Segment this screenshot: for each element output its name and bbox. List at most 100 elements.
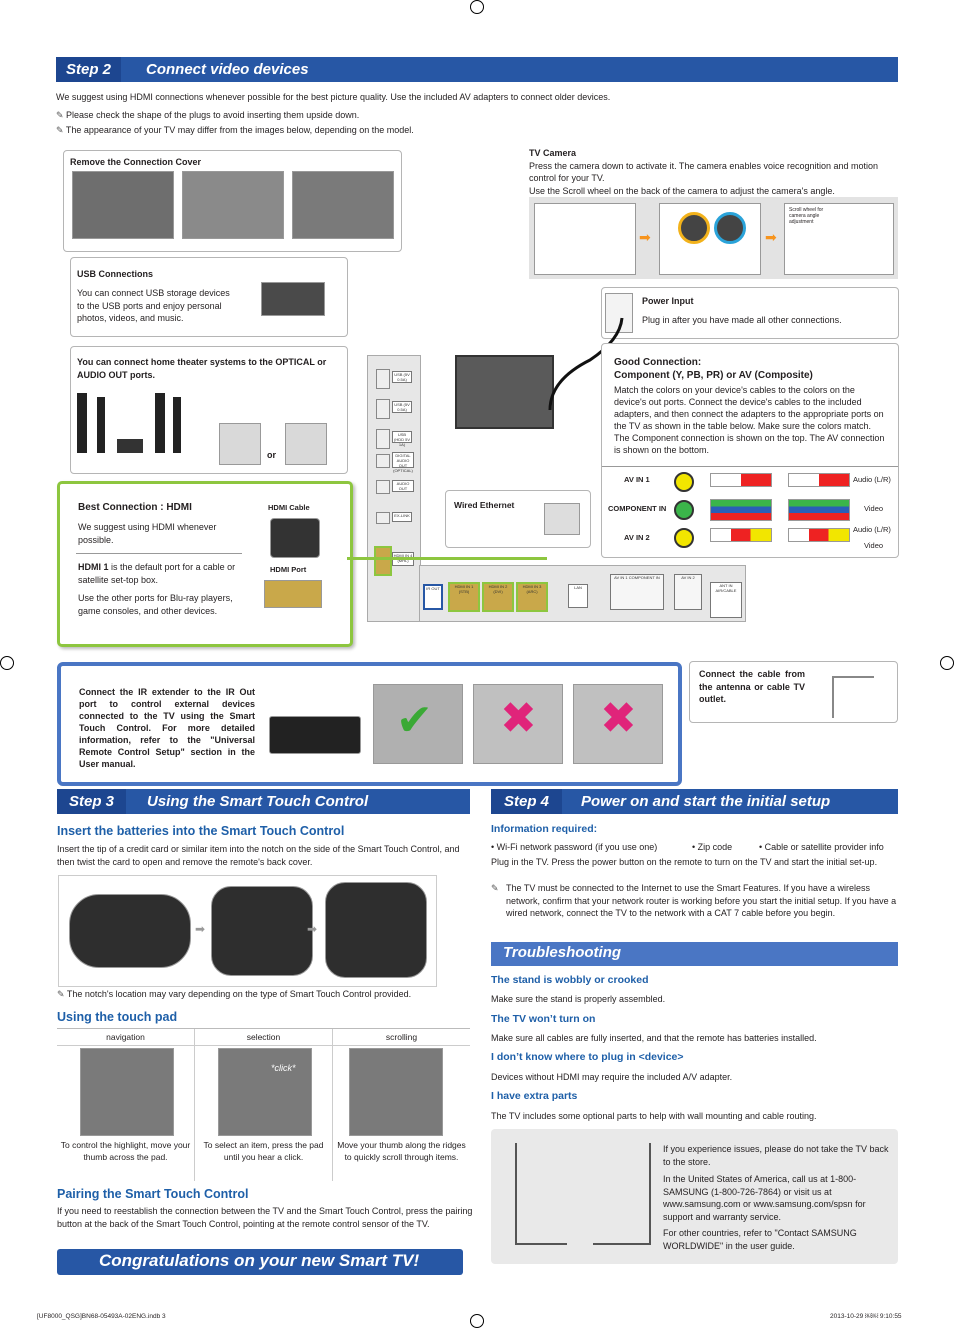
good-row-component: COMPONENT IN (608, 504, 667, 513)
usb-body: You can connect USB storage devices to t… (77, 288, 230, 323)
ir-wrong-image-2: ✖ (573, 684, 663, 764)
cover-image-2 (182, 171, 284, 239)
touchpad-navigation-image (80, 1048, 174, 1136)
step2-header: Step 2 Connect video devices (56, 57, 898, 82)
trouble-a2: Make sure all cables are fully inserted,… (491, 1033, 817, 1043)
trouble-q3: I don’t know where to plug in <device> (491, 1051, 684, 1063)
step2-note1: ✎ Please check the shape of the plugs to… (56, 110, 360, 120)
camera-title: TV Camera (529, 148, 577, 158)
remote-battery-image (211, 886, 313, 976)
congrats-banner: Congratulations on your new Smart TV! (57, 1249, 463, 1275)
optical-title: You can connect home theater systems to … (77, 357, 327, 380)
notch-note: ✎ The notch's location may vary dependin… (57, 989, 412, 999)
trouble-q4: I have extra parts (491, 1090, 578, 1102)
touchpad-selection-image: *click* (218, 1048, 312, 1136)
av-cable-2 (710, 528, 772, 542)
antenna-icon (832, 676, 874, 718)
hdmi-port-label: HDMI Port (270, 565, 307, 574)
step3-header: Step 3 Using the Smart Touch Control (57, 789, 470, 814)
port-lan: LAN (568, 584, 588, 608)
hdmi-divider (76, 553, 242, 554)
col-scrolling: scrolling (385, 1032, 418, 1042)
step4-note: ✎The TV must be connected to the Interne… (491, 883, 897, 918)
trouble-q2: The TV won’t turn on (491, 1013, 596, 1025)
crop-mark-bottom (470, 1314, 484, 1328)
footer-right: 2013-10-29 ￼￼ 9:10:55 (830, 1313, 902, 1320)
desc-navigation: To control the highlight, move your thum… (60, 1140, 191, 1162)
info-bullet-3: • Cable or satellite provider info (759, 842, 884, 852)
step2-intro: We suggest using HDMI connections whenev… (56, 92, 611, 102)
arrow-right-icon: ➡ (195, 922, 206, 936)
hdmi-port-image (264, 580, 322, 608)
camera-scroll-image: Scroll wheel for camera angle adjustment (784, 203, 894, 275)
help-text-1: If you experience issues, please do not … (663, 1144, 889, 1167)
battery-images: ➡ ➡ (58, 875, 437, 987)
step3-tag: Step 3 (57, 789, 127, 814)
cover-title: Remove the Connection Cover (70, 157, 202, 167)
good-title2: Component (Y, PB, PR) or AV (Composite) (614, 370, 813, 381)
port-antenna: ANT IN AIR/CABLE (710, 582, 742, 618)
crop-mark-top (470, 0, 484, 14)
camera-text: TV Camera Press the camera down to activ… (529, 147, 899, 197)
port-usb1: USB (5V 0.5A) (392, 371, 412, 383)
port-hdmi1: HDMI IN 1 (STB) (448, 582, 480, 612)
port-hdmi2: HDMI IN 2 (DVI) (482, 582, 514, 612)
good-row-av2: AV IN 2 (624, 533, 650, 542)
info-heading: Information required: (491, 823, 598, 835)
camera-press-image (534, 203, 636, 275)
battery-heading: Insert the batteries into the Smart Touc… (57, 824, 345, 838)
ethernet-box: Wired Ethernet (445, 490, 591, 548)
component-jack-yellow (674, 472, 694, 492)
cover-image-3 (292, 171, 394, 239)
hdmi-cable-label: HDMI Cable (268, 503, 310, 512)
step2-note2: ✎ The appearance of your TV may differ f… (56, 125, 414, 135)
hdmi-title: Best Connection : HDMI (78, 502, 192, 513)
usb-stick-image (261, 282, 325, 316)
antenna-box: Connect the cable from the antenna or ca… (689, 661, 898, 723)
ir-wrong-image-1: ✖ (473, 684, 563, 764)
ir-correct-image: ✔ (373, 684, 463, 764)
troubleshooting-header: Troubleshooting (491, 942, 898, 966)
click-label: *click* (271, 1063, 296, 1073)
port-panel-bottom: IR OUT HDMI IN 1 (STB) HDMI IN 2 (DVI) H… (419, 565, 746, 622)
port-audio-out: AUDIO OUT (392, 480, 414, 492)
hdmi-box: Best Connection : HDMI We suggest using … (57, 481, 353, 647)
ir-body: Connect the IR extender to the IR Out po… (79, 687, 255, 769)
audio-out-port-image (285, 423, 327, 465)
port-hdmi3: HDMI IN 3 (ARC) (516, 582, 548, 612)
camera-body2: Use the Scroll wheel on the back of the … (529, 185, 835, 196)
step2-title: Connect video devices (146, 61, 309, 78)
good-audio2: Audio (L/R) (853, 525, 891, 534)
trouble-a1: Make sure the stand is properly assemble… (491, 994, 666, 1004)
remote-open-image (69, 894, 191, 968)
congrats-text: Congratulations on your new Smart TV! (99, 1251, 420, 1270)
hdmi-link-line (347, 557, 547, 560)
good-table-line (602, 466, 898, 467)
good-video1: Video (864, 504, 884, 513)
info-bullet-1: • Wi-Fi network password (if you use one… (491, 842, 658, 852)
hdmi-body2: HDMI 1 is the default port for a cable o… (78, 562, 236, 585)
ethernet-port-image (544, 503, 580, 535)
help-text-2: In the United States of America, call us… (663, 1174, 866, 1222)
cross-icon: ✖ (500, 694, 537, 743)
touchpad-scrolling-image (349, 1048, 443, 1136)
av-cable-1 (710, 473, 772, 487)
component-jack-yellow-2 (674, 528, 694, 548)
touchpad-heading: Using the touch pad (57, 1010, 178, 1024)
good-audio1: Audio (L/R) (853, 475, 891, 484)
arrow-right-icon: ➡ (307, 922, 318, 936)
cover-image-1 (72, 171, 174, 239)
usb-title: USB Connections (77, 269, 154, 279)
component-cable-2 (788, 499, 850, 521)
plug-text: Plug in the TV. Press the power button o… (491, 857, 878, 867)
help-text-3: For other countries, refer to "Contact S… (663, 1228, 857, 1251)
step4-tag: Step 4 (491, 789, 563, 814)
optical-box: You can connect home theater systems to … (70, 346, 348, 474)
step2-tag: Step 2 (56, 57, 122, 82)
antenna-body: Connect the cable from the antenna or ca… (699, 669, 805, 704)
hdmi-cable-image (270, 518, 320, 558)
trouble-a3: Devices without HDMI may require the inc… (491, 1072, 733, 1082)
usb-box: USB Connections You can connect USB stor… (70, 257, 348, 337)
pencil-icon: ✎ (56, 110, 67, 120)
port-panel: USB (5V 0.5A) USB (5V 0.5A) USB (HDD 5V … (367, 355, 421, 622)
